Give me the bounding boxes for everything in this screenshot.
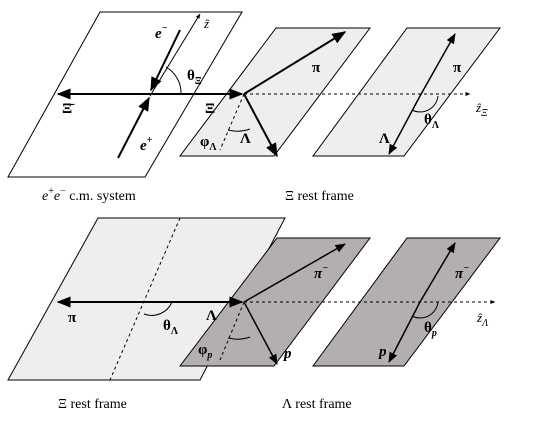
phi-p-label: φp xyxy=(198,342,212,361)
phi-lambda-arc xyxy=(227,128,251,132)
phi-lambda-label: φΛ xyxy=(200,134,217,153)
theta-xi-label: θΞ xyxy=(187,68,202,87)
e-plus-arrow xyxy=(117,96,150,159)
p-right-label: p xyxy=(377,344,387,360)
lambda-label-bottom: Λ xyxy=(206,308,217,324)
lambda-rest-frame-caption: Λ rest frame xyxy=(282,397,352,412)
e-plus-label: e+ xyxy=(140,135,153,154)
z-hat-lambda-label: ẑΛ xyxy=(476,310,488,329)
theta-lambda-label-bottom: θΛ xyxy=(163,318,179,337)
lambda-plane-intersection-dashed xyxy=(219,301,245,361)
p-arrow-right xyxy=(388,301,421,363)
pi-arrow xyxy=(243,31,347,95)
xi-rest-frame-caption-top: Ξ rest frame xyxy=(285,189,354,204)
p-label: p xyxy=(282,346,292,362)
bottom-row: π θΛ Λ φp π− p π− θp p ẑΛ Ξ rest frame Λ… xyxy=(7,217,501,412)
e-minus-arrow xyxy=(150,29,181,92)
p-arrow xyxy=(243,301,278,365)
top-row: e− e+ ẑ θΞ Ξ̄ Ξ φΛ π Λ π Λ θΛ ẑΞ e+e− c.… xyxy=(7,11,501,204)
lambda-right-label: Λ xyxy=(379,131,390,147)
lambda-arrow xyxy=(243,93,278,158)
lambda-label: Λ xyxy=(240,131,251,147)
phi-p-arc xyxy=(227,336,251,340)
cm-system-caption: e+e− c.m. system xyxy=(42,186,136,204)
theta-xi-arc xyxy=(165,66,182,95)
xi-label: Ξ xyxy=(205,101,215,117)
xi-frame-plane-right xyxy=(312,27,501,157)
pi-minus-arrow-right xyxy=(419,242,456,303)
lambda-arrow-right xyxy=(388,95,421,155)
pi-right-label: π xyxy=(453,60,462,76)
theta-lambda-arc xyxy=(411,95,439,113)
z-hat-xi-label: ẑΞ xyxy=(475,100,488,119)
pi-minus-label: π− xyxy=(314,263,328,282)
pi-minus-right-label: π− xyxy=(455,263,469,282)
theta-p-arc xyxy=(411,301,439,319)
xi-bar-label: Ξ̄ xyxy=(62,101,75,117)
pi-minus-arrow xyxy=(243,243,346,303)
theta-p-label: θp xyxy=(424,320,437,339)
z-hat-label: ẑ xyxy=(203,16,210,31)
xi-rest-frame-caption-bottom: Ξ rest frame xyxy=(58,397,127,412)
pi-label-bottom: π xyxy=(68,310,77,326)
pi-label: π xyxy=(312,60,321,76)
theta-lambda-arc-bottom xyxy=(143,301,173,316)
e-minus-label: e− xyxy=(155,23,168,42)
xi-plane-intersection-dashed xyxy=(219,93,245,151)
pi-arrow-right xyxy=(419,33,456,97)
theta-lambda-label: θΛ xyxy=(424,112,440,131)
